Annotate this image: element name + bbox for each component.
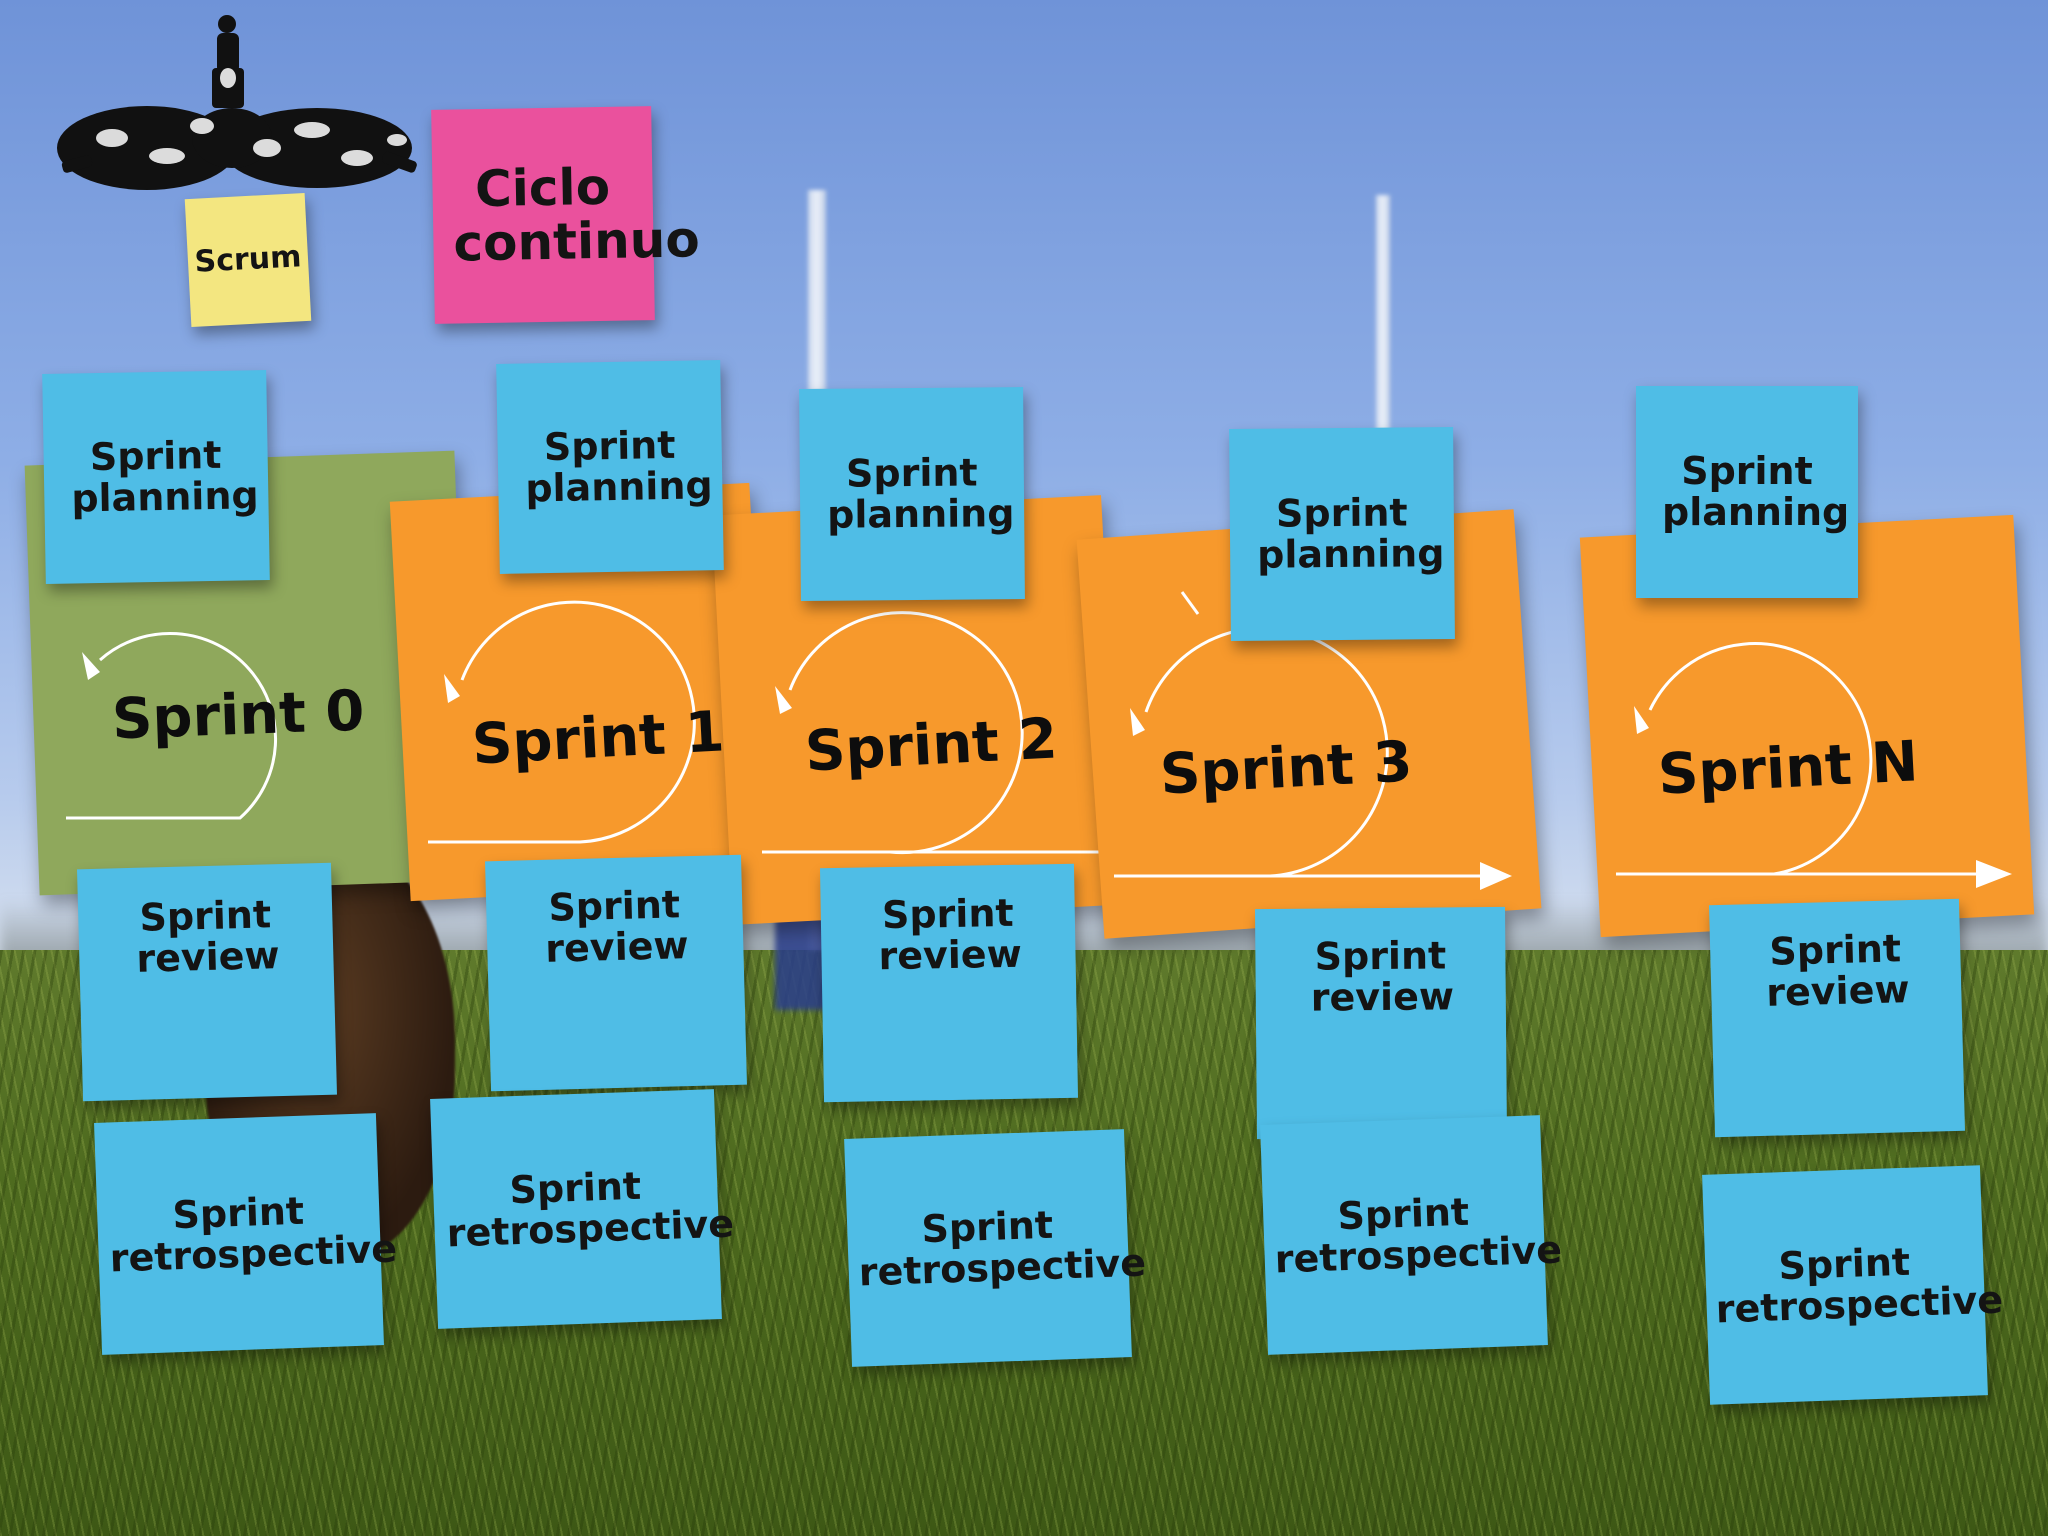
sprint-n-retrospective-label: Sprint retrospective bbox=[1715, 1239, 2004, 1332]
sprint-n-review-note: Sprint review bbox=[1709, 898, 1965, 1138]
sprint-n-planning-label: Sprint planning bbox=[1662, 448, 1850, 534]
sprint-n-planning-note: Sprint planning bbox=[1636, 386, 1858, 598]
sprint-n-review-label: Sprint review bbox=[1765, 926, 1911, 1015]
scrum-players-sketch bbox=[57, 15, 417, 190]
sprint-n-title: Sprint N bbox=[1656, 729, 1920, 808]
sprint-n-retrospective-note: Sprint retrospective bbox=[1702, 1165, 2004, 1405]
